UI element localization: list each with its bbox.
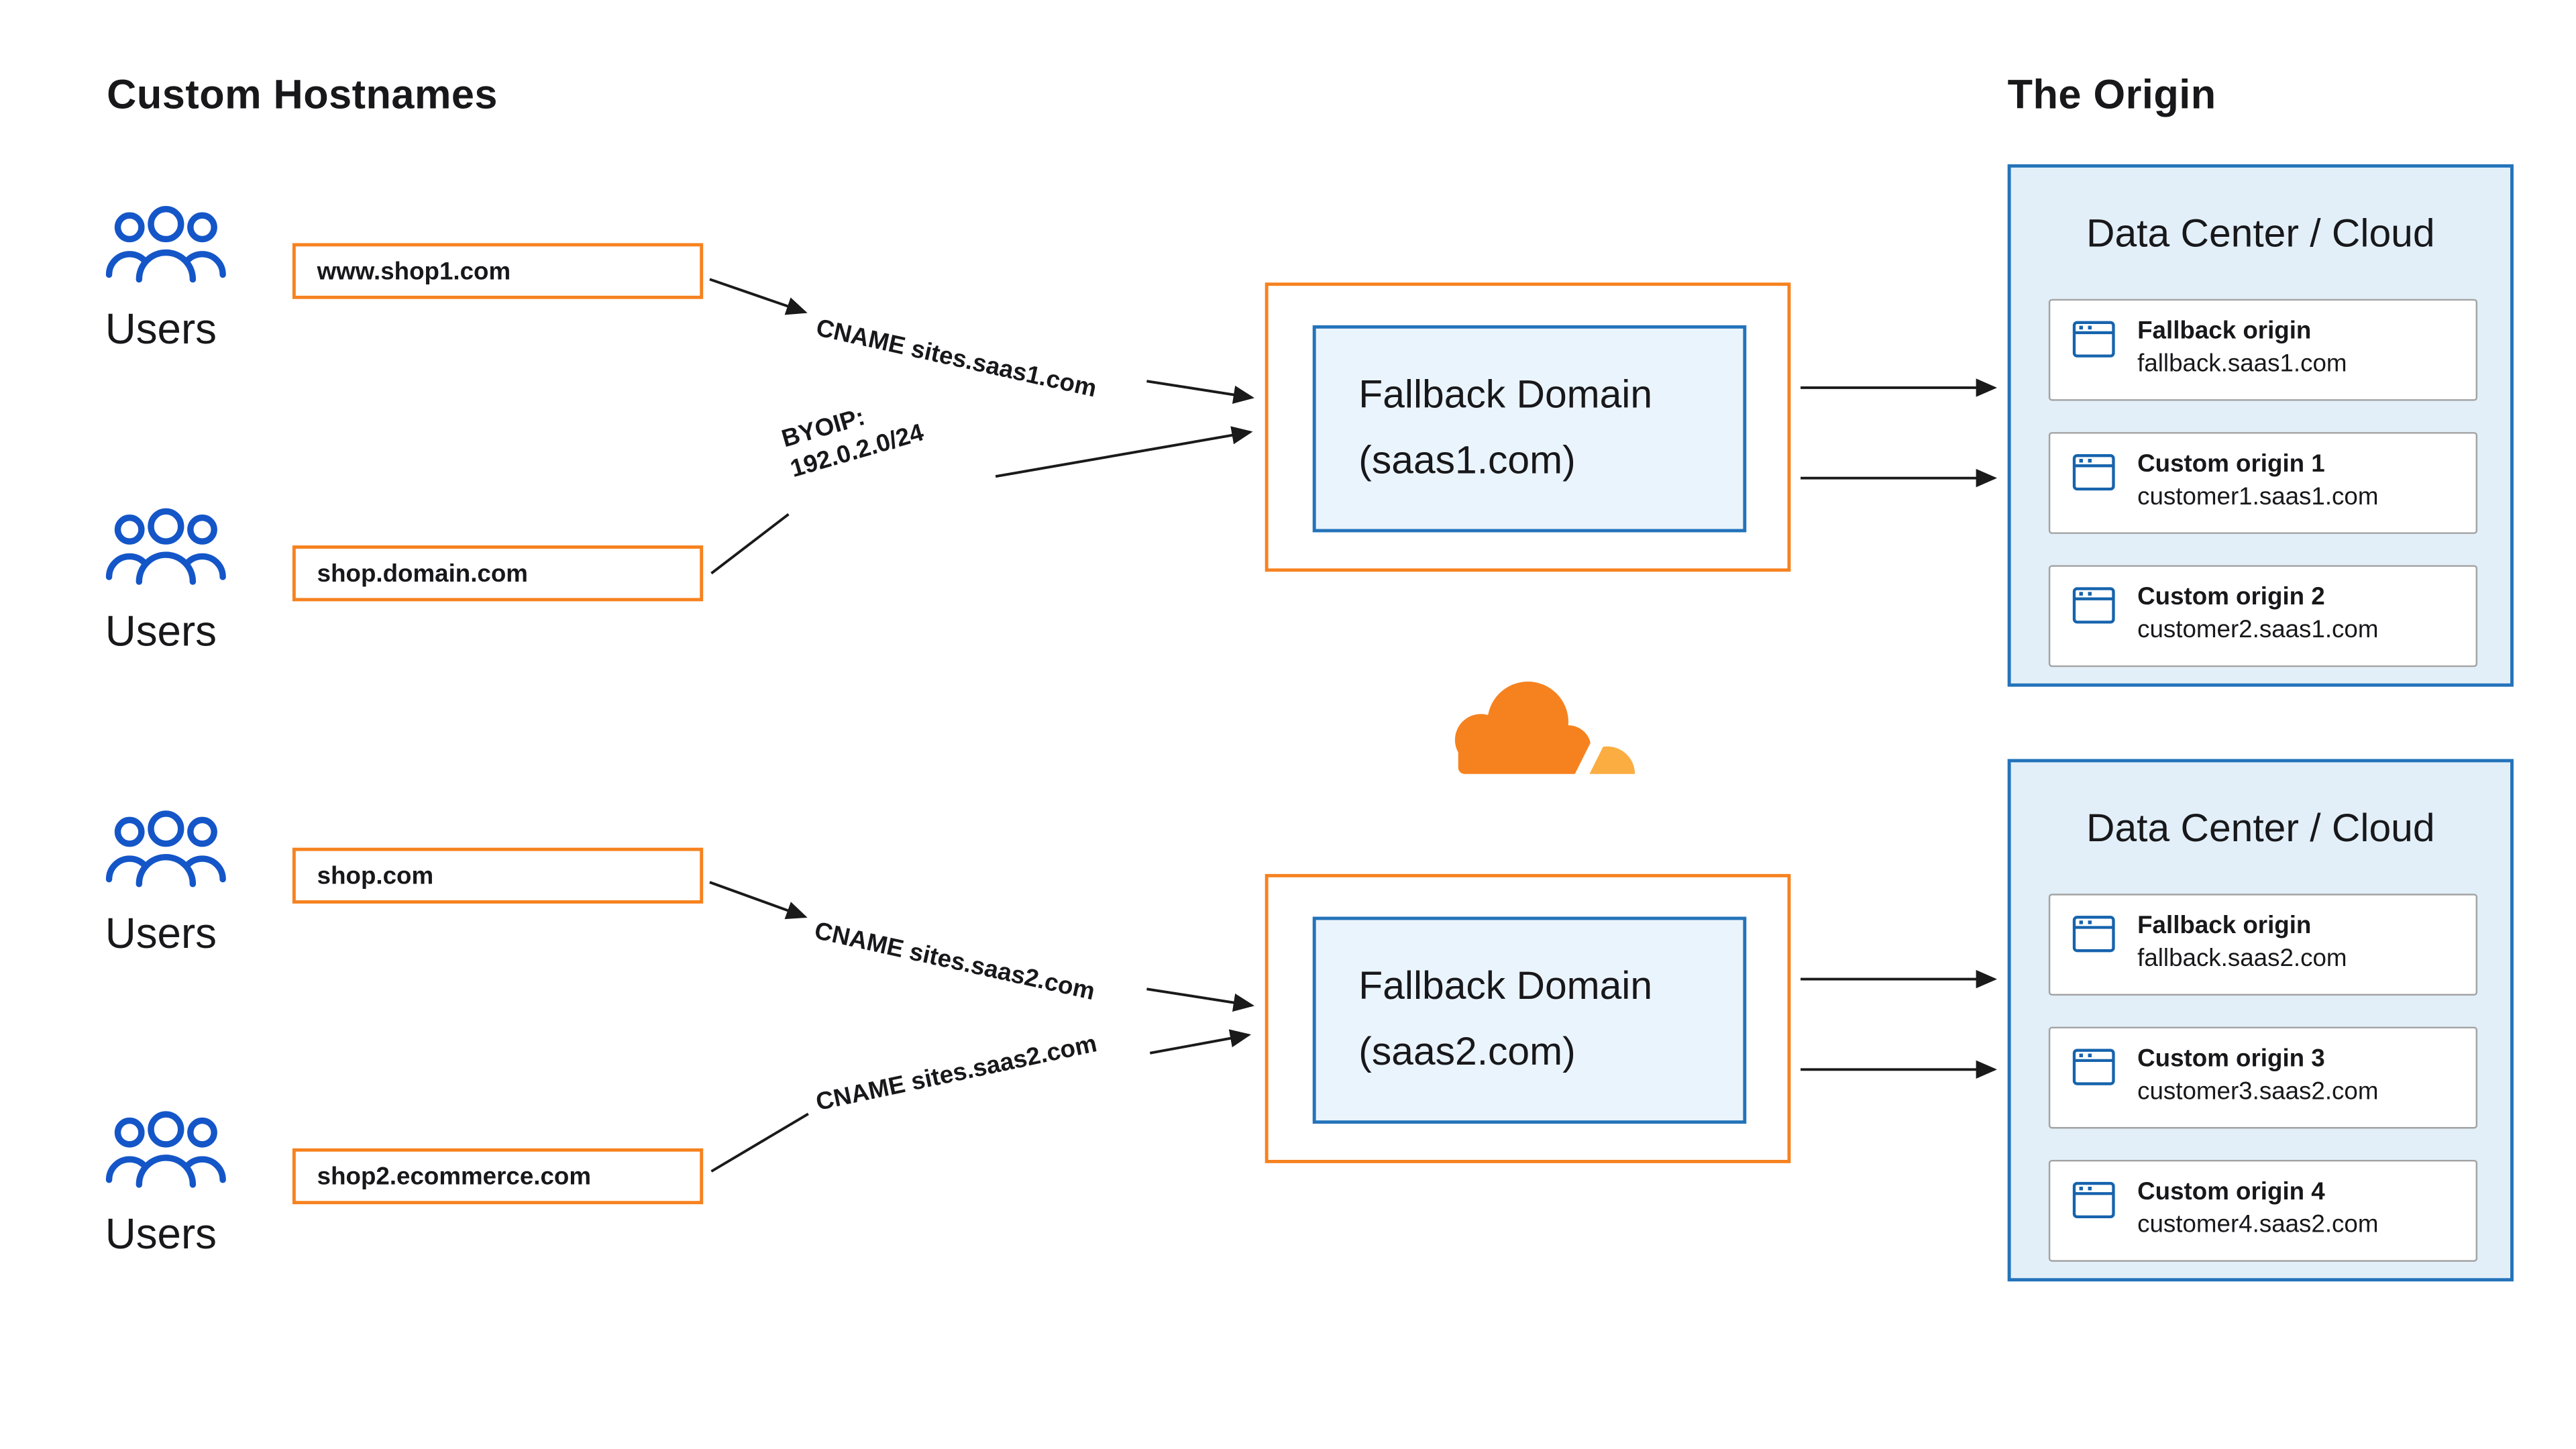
users-icon xyxy=(105,810,226,888)
data-center-1: Data Center / Cloud Fallback origin fall… xyxy=(2007,164,2514,687)
users-label: Users xyxy=(105,908,217,958)
users-label: Users xyxy=(105,1209,217,1258)
user-group-1: Users xyxy=(105,201,227,355)
hostname-box-shop-domain: shop.domain.com xyxy=(292,545,704,602)
browser-window-icon xyxy=(2072,1181,2115,1219)
origin-host: customer4.saas2.com xyxy=(2137,1210,2379,1239)
users-label: Users xyxy=(105,304,217,354)
edge-label-byoip: BYOIP: 192.0.2.0/24 xyxy=(778,387,927,485)
fallback-domain-2: Fallback Domain (saas2.com) xyxy=(1265,873,1791,1163)
origin-name: Fallback origin xyxy=(2137,317,2312,345)
users-icon xyxy=(105,508,226,585)
origin-name: Custom origin 3 xyxy=(2137,1044,2325,1073)
edge-label-cname-saas1: CNAME sites.saas1.com xyxy=(813,314,1099,404)
origin-name: Fallback origin xyxy=(2137,912,2312,940)
hostname-box-shop1: www.shop1.com xyxy=(292,243,704,299)
hostname-box-shop: shop.com xyxy=(292,847,704,904)
origin-card-fallback-saas2: Fallback origin fallback.saas2.com xyxy=(2048,894,2478,996)
fallback-domain-1-box: Fallback Domain (saas1.com) xyxy=(1312,325,1747,533)
user-group-4: Users xyxy=(105,1106,227,1260)
origin-host: customer1.saas1.com xyxy=(2137,483,2379,511)
users-icon xyxy=(105,206,226,283)
fallback-domain-2-line1: Fallback Domain xyxy=(1358,964,1653,1009)
cloudflare-logo-icon xyxy=(1454,682,1635,781)
data-center-title: Data Center / Cloud xyxy=(2086,211,2435,257)
users-label: Users xyxy=(105,606,217,656)
data-center-title: Data Center / Cloud xyxy=(2086,806,2435,851)
users-icon xyxy=(105,1111,226,1188)
heading-custom-hostnames: Custom Hostnames xyxy=(107,72,498,119)
fallback-domain-1-line2: (saas1.com) xyxy=(1358,438,1576,484)
browser-window-icon xyxy=(2072,587,2115,624)
edge-label-cname-saas2-a: CNAME sites.saas2.com xyxy=(812,917,1097,1007)
origin-host: fallback.saas1.com xyxy=(2137,350,2347,378)
data-center-2: Data Center / Cloud Fallback origin fall… xyxy=(2007,759,2514,1282)
browser-window-icon xyxy=(2072,321,2115,358)
origin-host: fallback.saas2.com xyxy=(2137,945,2347,973)
user-group-2: Users xyxy=(105,502,227,657)
origin-host: customer2.saas1.com xyxy=(2137,616,2379,645)
origin-card-custom3: Custom origin 3 customer3.saas2.com xyxy=(2048,1026,2478,1129)
fallback-domain-1: Fallback Domain (saas1.com) xyxy=(1265,282,1791,572)
hostname-box-shop2: shop2.ecommerce.com xyxy=(292,1148,704,1205)
fallback-domain-1-line1: Fallback Domain xyxy=(1358,372,1653,418)
origin-card-custom2: Custom origin 2 customer2.saas1.com xyxy=(2048,565,2478,667)
origin-host: customer3.saas2.com xyxy=(2137,1077,2379,1106)
edge-label-cname-saas2-b: CNAME sites.saas2.com xyxy=(813,1030,1099,1117)
origin-name: Custom origin 1 xyxy=(2137,450,2325,478)
fallback-domain-2-box: Fallback Domain (saas2.com) xyxy=(1312,916,1747,1124)
browser-window-icon xyxy=(2072,916,2115,953)
origin-card-fallback-saas1: Fallback origin fallback.saas1.com xyxy=(2048,299,2478,401)
browser-window-icon xyxy=(2072,1049,2115,1085)
browser-window-icon xyxy=(2072,454,2115,491)
heading-the-origin: The Origin xyxy=(2007,72,2216,119)
origin-card-custom1: Custom origin 1 customer1.saas1.com xyxy=(2048,432,2478,534)
origin-name: Custom origin 4 xyxy=(2137,1177,2325,1206)
user-group-3: Users xyxy=(105,805,227,959)
fallback-domain-2-line2: (saas2.com) xyxy=(1358,1030,1576,1075)
origin-card-custom4: Custom origin 4 customer4.saas2.com xyxy=(2048,1159,2478,1262)
origin-name: Custom origin 2 xyxy=(2137,583,2325,612)
